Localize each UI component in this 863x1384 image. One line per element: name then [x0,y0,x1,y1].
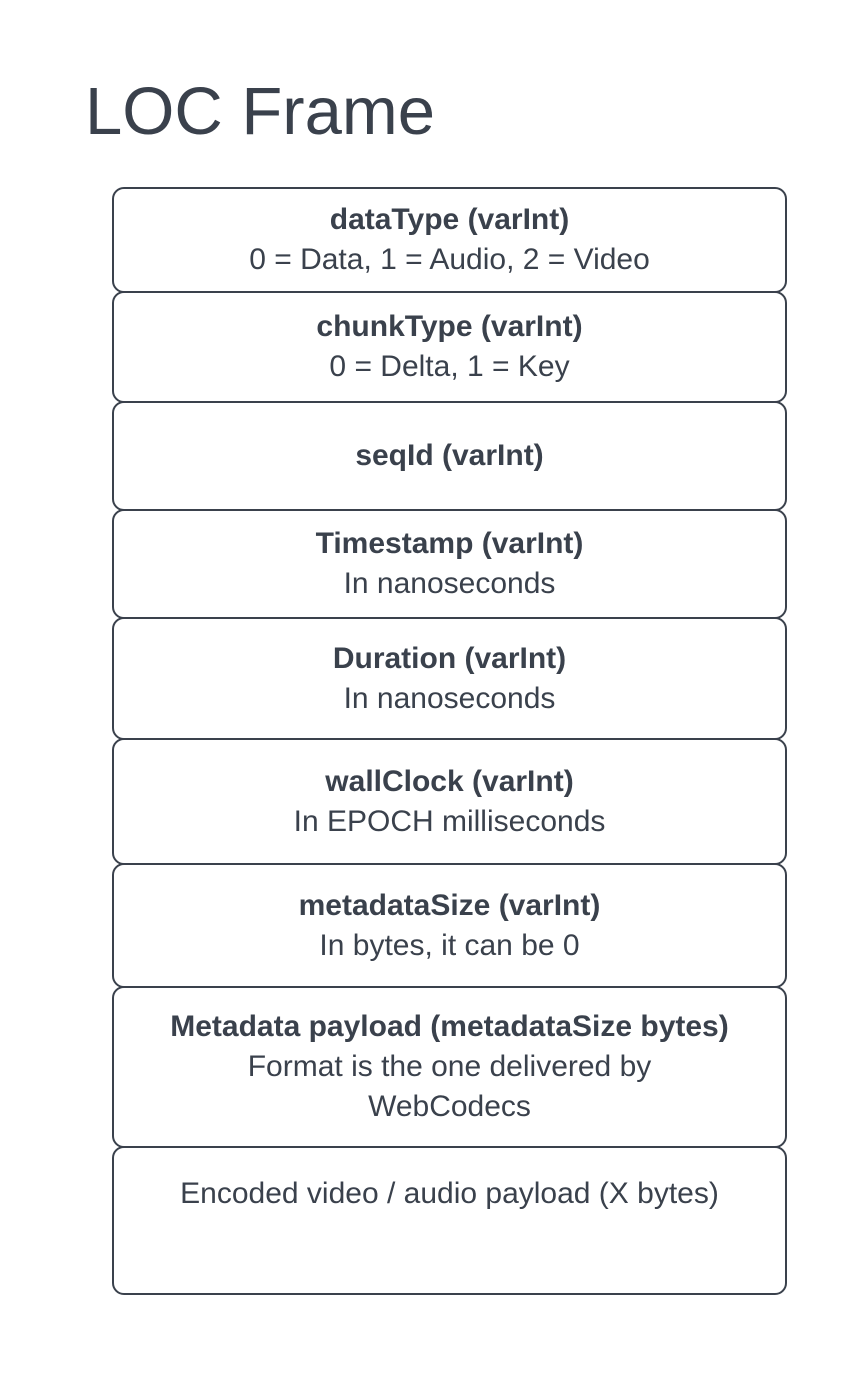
field-name: Timestamp (varInt) [315,527,584,560]
field-description: In nanoseconds [343,567,556,600]
diagram-title: LOC Frame [85,74,435,149]
frame-field-box: Duration (varInt) In nanoseconds [112,617,787,740]
field-name: Duration (varInt) [332,641,567,675]
frame-field-box: dataType (varInt) 0 = Data, 1 = Audio, 2… [112,187,787,293]
frame-field-box: Encoded video / audio payload (X bytes) [112,1146,787,1295]
field-description: 0 = Delta, 1 = Key [329,350,570,383]
frame-field-box: metadataSize (varInt) In bytes, it can b… [112,863,787,988]
field-description: 0 = Data, 1 = Audio, 2 = Video [249,243,650,276]
frame-field-box: chunkType (varInt) 0 = Delta, 1 = Key [112,291,787,403]
frame-field-box: wallClock (varInt) In EPOCH milliseconds [112,738,787,865]
field-description: Encoded video / audio payload (X bytes) [180,1177,719,1210]
field-name: seqId (varInt) [355,439,544,472]
field-description: In EPOCH milliseconds [293,804,606,838]
field-name: wallClock (varInt) [325,764,574,798]
field-description: In nanoseconds [343,681,556,715]
field-name: chunkType (varInt) [316,310,583,343]
frame-field-box: seqId (varInt) [112,401,787,511]
field-description: WebCodecs [368,1090,531,1123]
frame-field-box: Metadata payload (metadataSize bytes) Fo… [112,986,787,1148]
field-name: metadataSize (varInt) [298,888,601,922]
field-description: In bytes, it can be 0 [319,928,580,962]
field-description: Format is the one delivered by [247,1050,652,1083]
frame-field-box: Timestamp (varInt) In nanoseconds [112,509,787,619]
field-name: dataType (varInt) [329,203,570,236]
loc-frame-field-stack: dataType (varInt) 0 = Data, 1 = Audio, 2… [112,187,787,1295]
field-name: Metadata payload (metadataSize bytes) [170,1010,729,1043]
